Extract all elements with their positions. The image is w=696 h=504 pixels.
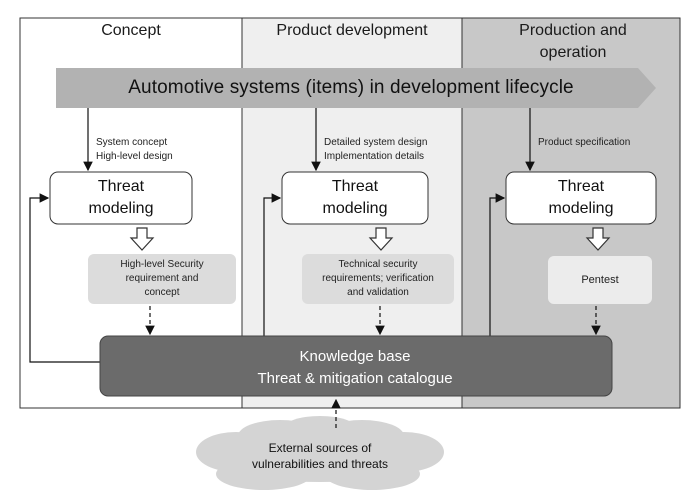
lifecycle-banner-arrow	[56, 68, 656, 108]
external-sources-cloud	[196, 416, 444, 490]
hollow-arrow-development	[368, 227, 394, 251]
phase-title-development: Product development	[276, 22, 428, 39]
threat-modeling-box-development	[281, 171, 429, 225]
phase-title-production: Production and operation	[519, 22, 627, 61]
lifecycle-banner-label: Automotive systems (items) in developmen…	[128, 77, 574, 98]
output-box-concept	[88, 254, 236, 304]
phase-title-concept: Concept	[101, 22, 161, 39]
threat-modeling-box-production	[505, 171, 657, 225]
knowledge-base-label: Knowledge base Threat & mitigation catal…	[257, 348, 453, 387]
threat-modeling-box-concept	[49, 171, 193, 225]
output-box-development	[302, 254, 454, 304]
feedback-loop-development	[263, 193, 282, 336]
feedback-loop-production	[489, 193, 506, 336]
input-note-production: Product specification	[538, 137, 631, 148]
output-label-production: Pentest	[581, 274, 619, 286]
knowledge-base-box	[99, 335, 613, 397]
external-sources-label: External sources of vulnerabilities and …	[251, 441, 389, 471]
hollow-arrow-production	[585, 227, 611, 251]
feedback-loop-concept	[29, 193, 102, 363]
hollow-arrow-concept	[129, 227, 155, 251]
output-box-production	[548, 256, 652, 304]
